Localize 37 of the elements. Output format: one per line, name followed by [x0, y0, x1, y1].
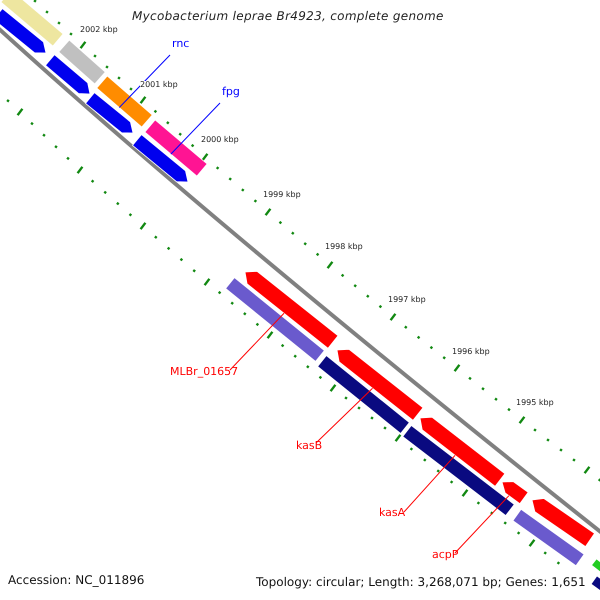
tick-label: 1996 kbp [452, 348, 490, 356]
gene-feature [44, 54, 90, 94]
gene-feature [0, 8, 46, 54]
gene-feature [317, 355, 410, 434]
tick-label: 1995 kbp [516, 399, 554, 407]
gene-feature [58, 39, 106, 85]
tick-label: 1999 kbp [263, 191, 301, 199]
gene-feature [512, 508, 585, 566]
gene-label: acpP [432, 549, 458, 560]
accession-text: Accession: NC_011896 [8, 574, 144, 586]
gene-feature [590, 558, 600, 573]
gene-feature [336, 348, 424, 421]
gene-label: MLBr_01657 [170, 366, 238, 377]
gene-label: fpg [222, 86, 240, 97]
gene-feature [225, 277, 325, 362]
leader-line [230, 312, 285, 370]
gene-feature [420, 416, 506, 487]
leader-line [404, 454, 456, 512]
leader-line [316, 388, 374, 444]
tick-label: 1997 kbp [388, 296, 426, 304]
tick-label: 2002 kbp [80, 26, 118, 34]
tick-label: 1998 kbp [325, 243, 363, 251]
title: Mycobacterium leprae Br4923, complete genome [132, 10, 444, 22]
gene-label: kasB [296, 440, 322, 451]
gene-feature [501, 481, 529, 504]
gene-feature [0, 0, 64, 47]
gene-label: rnc [172, 38, 190, 49]
gene-label: kasA [379, 507, 406, 518]
gene-feature [532, 498, 596, 548]
tick-label: 2001 kbp [140, 81, 178, 89]
leader-line [170, 102, 220, 155]
tick-label: 2000 kbp [201, 136, 239, 144]
gene-feature [85, 92, 134, 134]
gene-feature [132, 134, 188, 182]
leader-line [118, 54, 170, 108]
genome-summary-text: Topology: circular; Length: 3,268,071 bp; Genes: 1,651 [256, 576, 586, 588]
gene-feature [244, 270, 339, 349]
